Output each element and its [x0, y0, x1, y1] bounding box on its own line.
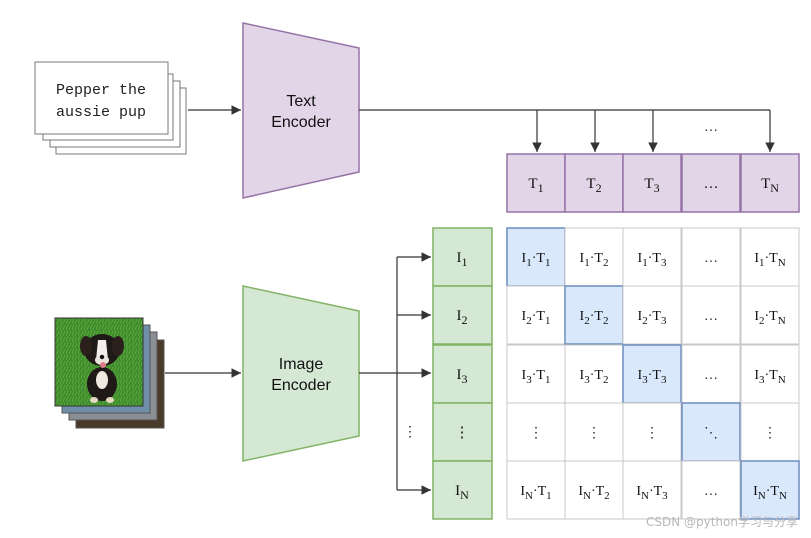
matrix-cell-label: IN·T1 — [520, 484, 551, 502]
image-embedding-label: I1 — [457, 250, 468, 269]
matrix-cell: ⋮ — [622, 402, 682, 462]
matrix-cell-label: IN·TN — [753, 484, 787, 502]
image-embedding-cell: ⋮ — [432, 402, 493, 462]
matrix-cell-label: I2·TN — [754, 309, 785, 327]
matrix-cell: ⋮ — [506, 402, 566, 462]
matrix-cell-label: ⋮ — [529, 426, 543, 441]
image-input-stack — [54, 317, 165, 429]
matrix-cell-label: I2·T3 — [638, 309, 667, 327]
text-encoder-output-connectors — [359, 109, 775, 152]
matrix-cell-label: ⋮ — [645, 426, 659, 441]
matrix-cell-label: I1·T1 — [522, 251, 551, 269]
matrix-cell-diagonal: I2·T2 — [564, 285, 624, 345]
text-input-line-2: aussie pup — [56, 104, 146, 121]
text-embedding-label: … — [704, 176, 719, 192]
matrix-cell: I1·T3 — [622, 227, 682, 287]
matrix-cell: … — [681, 227, 741, 287]
image-embedding-label: IN — [455, 483, 469, 502]
text-embedding-label: T2 — [586, 176, 601, 195]
puppy-photo — [54, 317, 144, 407]
matrix-cell-label: I2·T2 — [580, 309, 609, 327]
image-encoder-label-1: Image — [279, 356, 324, 373]
matrix-cell-label: I2·T1 — [522, 309, 551, 327]
text-embedding-cell: … — [681, 153, 741, 213]
matrix-cell-label: ⋮ — [763, 426, 777, 441]
matrix-cell: IN·T1 — [506, 460, 566, 520]
matrix-cell: … — [681, 285, 741, 345]
matrix-cell: ⋮ — [564, 402, 624, 462]
image-embedding-cell: I1 — [432, 227, 493, 287]
matrix-cell-label: I3·TN — [754, 368, 785, 386]
image-embedding-label: ⋮ — [455, 425, 470, 441]
matrix-cell: I3·T2 — [564, 344, 624, 404]
matrix-cell-label: IN·T2 — [578, 484, 609, 502]
matrix-cell-diagonal: I3·T3 — [622, 344, 682, 404]
matrix-cell-label: ⋮ — [587, 426, 601, 441]
ellipsis-left: ⋮ — [403, 425, 417, 440]
matrix-cell: I3·TN — [740, 344, 800, 404]
image-embedding-cell: I2 — [432, 285, 493, 345]
text-embedding-cell: T3 — [622, 153, 682, 213]
matrix-cell: IN·T3 — [622, 460, 682, 520]
matrix-cell: … — [681, 344, 741, 404]
similarity-matrix: I1·T1 I1·T2 I1·T3 … I1·TN I2·T1 I2·T2 I2·T3 … I2·… — [506, 227, 800, 520]
matrix-cell-label: IN·T3 — [636, 484, 668, 502]
ellipsis-top: … — [704, 120, 718, 135]
matrix-cell: I2·TN — [740, 285, 800, 345]
matrix-cell: ⋮ — [740, 402, 800, 462]
text-input-line-1: Pepper the — [56, 82, 146, 99]
matrix-cell: I1·TN — [740, 227, 800, 287]
text-embedding-cell: T1 — [506, 153, 566, 213]
matrix-cell-label: I3·T3 — [638, 368, 667, 386]
matrix-cell: … — [681, 460, 741, 520]
matrix-cell-label: ⋱ — [704, 426, 718, 441]
matrix-cell-label: I3·T1 — [522, 368, 551, 386]
matrix-cell: I3·T1 — [506, 344, 566, 404]
matrix-cell-diagonal: ⋱ — [681, 402, 741, 462]
image-embedding-cell: I3 — [432, 344, 493, 404]
text-embedding-cell: T2 — [564, 153, 624, 213]
image-embedding-label: I2 — [457, 308, 468, 327]
matrix-cell-label: I1·T3 — [638, 251, 667, 269]
text-encoder: Text Encoder — [242, 22, 360, 199]
text-embedding-cell: TN — [740, 153, 800, 213]
matrix-cell-diagonal: I1·T1 — [506, 227, 566, 287]
matrix-cell-label: … — [704, 368, 718, 383]
image-embedding-label: I3 — [457, 367, 468, 386]
text-embedding-label: T1 — [528, 176, 543, 195]
matrix-cell-label: … — [704, 251, 718, 266]
matrix-cell-label: I1·T2 — [580, 251, 609, 269]
matrix-cell: I2·T1 — [506, 285, 566, 345]
watermark: CSDN @python学习与分享 — [646, 514, 798, 529]
matrix-cell: IN·T2 — [564, 460, 624, 520]
matrix-cell: I2·T3 — [622, 285, 682, 345]
matrix-cell-label: … — [704, 484, 718, 499]
image-encoder-output-connectors — [359, 252, 431, 495]
image-encoder-label-2: Encoder — [271, 377, 331, 394]
text-embedding-label: T3 — [644, 176, 659, 195]
image-embedding-cell: IN — [432, 460, 493, 520]
matrix-cell-diagonal: IN·TN — [740, 460, 800, 520]
text-embedding-row: T1 T2 T3 … TN — [506, 153, 800, 213]
image-encoder: Image Encoder — [242, 285, 360, 462]
matrix-cell-label: I3·T2 — [580, 368, 609, 386]
text-encoder-label-1: Text — [286, 93, 316, 110]
matrix-cell: I1·T2 — [564, 227, 624, 287]
text-input-stack: Pepper the aussie pup — [34, 61, 187, 155]
text-embedding-label: TN — [761, 176, 779, 195]
text-encoder-label-2: Encoder — [271, 114, 331, 131]
matrix-cell-label: I1·TN — [754, 251, 785, 269]
matrix-cell-label: … — [704, 309, 718, 324]
